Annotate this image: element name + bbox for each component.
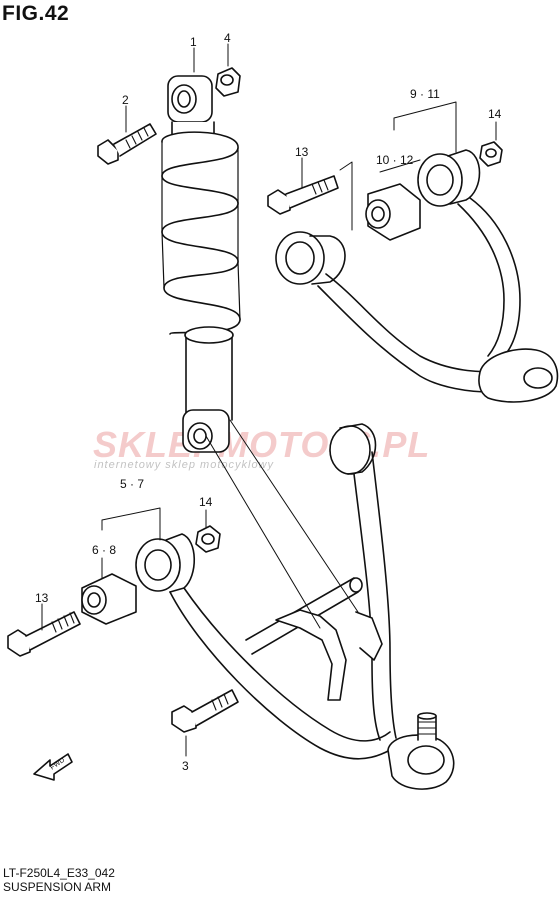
callout-label: 14 [199, 495, 213, 509]
nut-14-upper[interactable] [479, 141, 503, 167]
bolt-3[interactable] [171, 689, 239, 733]
bolt-13-upper[interactable] [267, 175, 339, 215]
upper-arm[interactable] [275, 149, 559, 403]
callout-label: 4 [224, 31, 231, 45]
leader-lines [41, 43, 497, 757]
bolt-2[interactable] [97, 123, 157, 165]
watermark-tagline: internetowy sklep motocyklowy [94, 459, 275, 471]
lower-arm[interactable] [135, 423, 455, 790]
fwd-arrow: FWD [33, 753, 73, 781]
figure-title: FIG.42 [2, 2, 70, 25]
nut-4[interactable] [215, 67, 241, 97]
figure-code: LT-F250L4_E33_042 [3, 866, 115, 880]
callout-label: 13 [35, 591, 49, 605]
shock-absorber[interactable] [161, 75, 241, 453]
callout-label: 14 [488, 107, 502, 121]
figure-name: SUSPENSION ARM [3, 880, 112, 894]
bushing-6-8[interactable] [81, 573, 137, 625]
nut-14-lower[interactable] [195, 525, 221, 553]
callout-label: 5 · 7 [120, 477, 144, 491]
callout-label: 3 [182, 759, 189, 773]
callout-label: 13 [295, 145, 309, 159]
callout-label: 1 [190, 35, 197, 49]
callout-label: 10 · 12 [376, 153, 414, 167]
callout-label: 2 [122, 93, 129, 107]
callout-label: 6 · 8 [92, 543, 116, 557]
callout-label: 9 · 11 [410, 87, 440, 101]
bushing-10-12[interactable] [365, 183, 421, 241]
bolt-13-lower[interactable] [7, 611, 81, 657]
